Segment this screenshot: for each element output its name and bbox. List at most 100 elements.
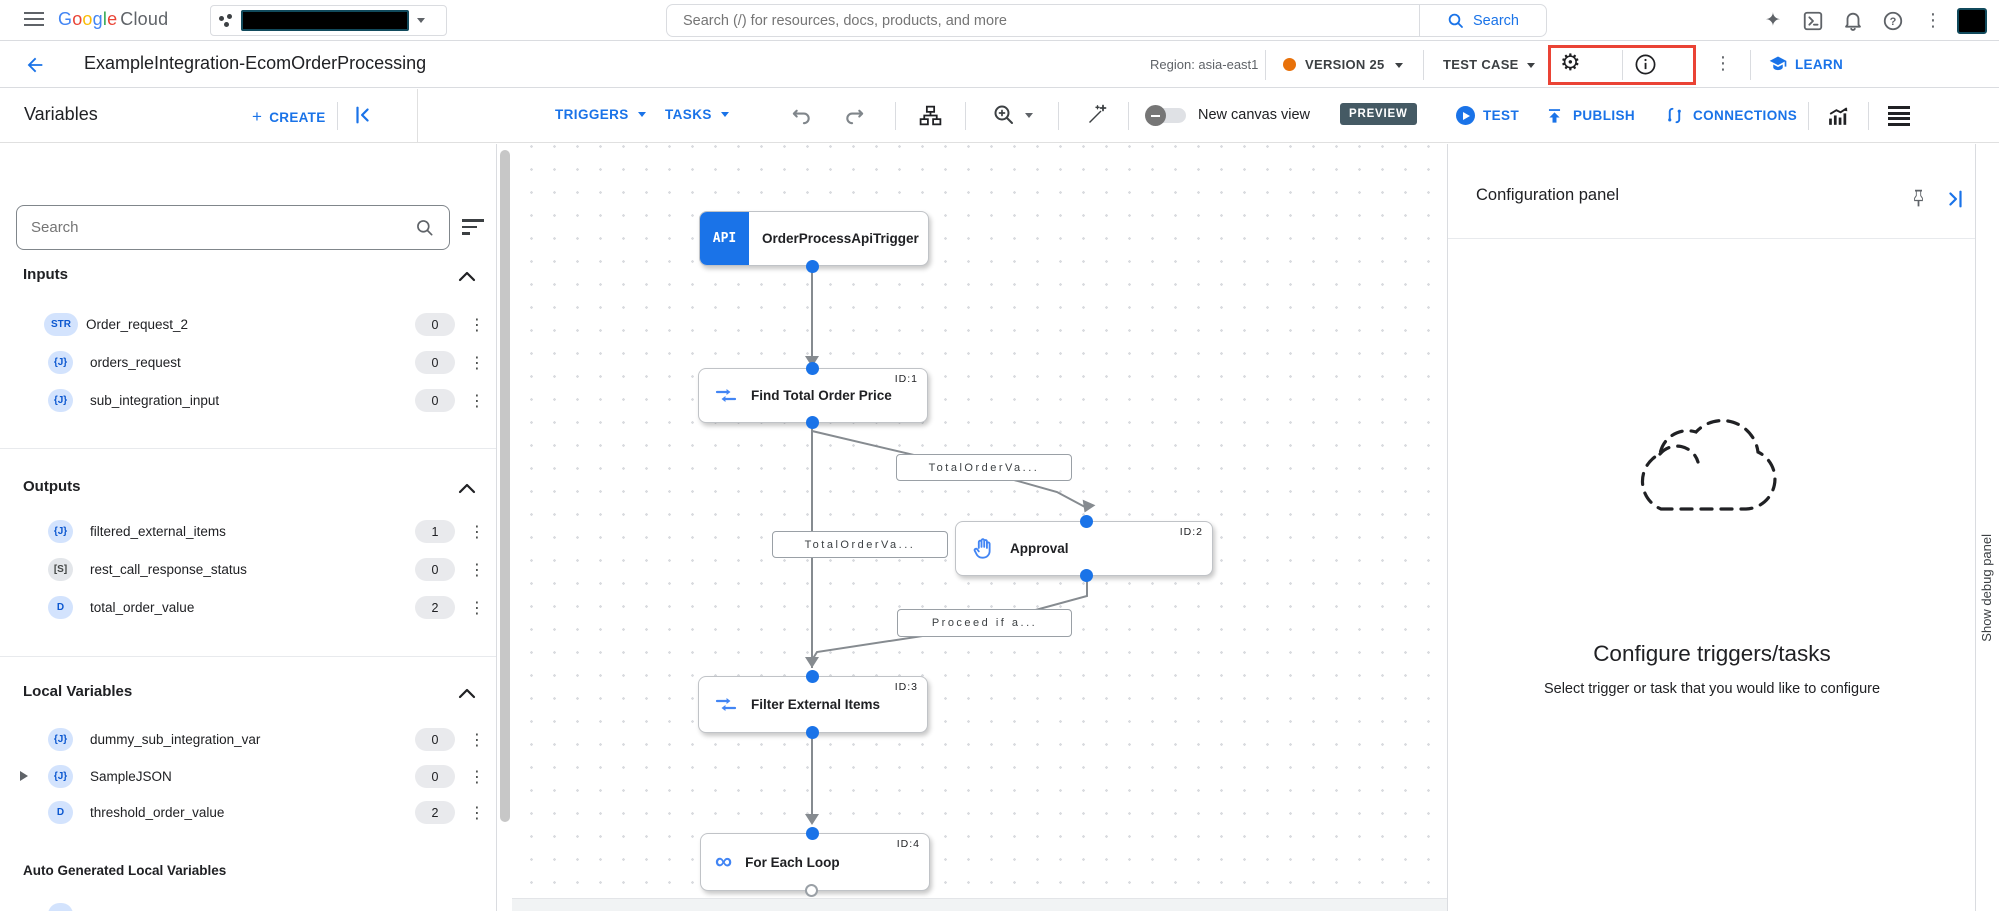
publish-button[interactable]: PUBLISH (1545, 106, 1635, 125)
usage-count-badge: 1 (415, 520, 455, 543)
global-search-button[interactable]: Search (1420, 5, 1546, 36)
collapse-panel-icon[interactable] (352, 104, 374, 131)
connector-dot[interactable] (1080, 569, 1093, 582)
connections-button[interactable]: CONNECTIONS (1665, 106, 1797, 125)
test-case-dropdown[interactable]: TEST CASE (1443, 57, 1519, 72)
show-debug-panel-strip[interactable]: Show debug panel (1975, 144, 1999, 911)
chevron-up-icon[interactable] (458, 271, 476, 282)
type-badge: D (48, 596, 73, 619)
more-options-icon[interactable]: ⋮ (469, 316, 485, 334)
connector-dot[interactable] (806, 726, 819, 739)
variable-row[interactable]: {J} orders_request 0 ⋮ (0, 344, 496, 381)
node-for-each-loop[interactable]: ID:4 ∞ For Each Loop (700, 833, 930, 891)
node-filter-external-items[interactable]: ID:3 Filter External Items (698, 676, 928, 733)
variable-row[interactable]: STR Order_request_2 0 ⋮ (0, 306, 496, 343)
connector-dot[interactable] (806, 260, 819, 273)
test-button[interactable]: TEST (1456, 106, 1519, 125)
more-options-icon[interactable]: ⋮ (469, 523, 485, 541)
collapse-panel-right-icon[interactable] (1944, 188, 1966, 215)
variables-panel-title: Variables (24, 104, 98, 124)
notifications-bell-icon[interactable] (1833, 1, 1873, 41)
configuration-panel-title: Configuration panel (1476, 186, 1620, 204)
create-label: CREATE (269, 109, 326, 125)
triggers-menu[interactable]: TRIGGERS (555, 107, 646, 122)
variable-row[interactable]: {J} sub_integration_input 0 ⋮ (0, 382, 496, 419)
cloud-shell-icon[interactable] (1793, 1, 1833, 41)
node-find-total-order-price[interactable]: ID:1 Find Total Order Price (698, 368, 928, 423)
divider (965, 102, 966, 130)
back-arrow-icon[interactable] (24, 54, 46, 76)
zoom-control[interactable] (992, 103, 1033, 127)
editor-toolbar: Variables + CREATE TRIGGERS TASKS (0, 89, 1999, 143)
sidebar-scrollbar[interactable] (500, 150, 510, 822)
gemini-sparkle-icon[interactable]: ✦ (1765, 10, 1781, 31)
integration-title: ExampleIntegration-EcomOrderProcessing (84, 53, 427, 73)
connector-dot[interactable] (806, 362, 819, 375)
expand-arrow-icon[interactable] (20, 771, 28, 781)
play-icon (1456, 106, 1475, 125)
variable-row[interactable]: D total_order_value 2 ⋮ (0, 589, 496, 626)
avatar[interactable] (1957, 7, 1987, 34)
node-label: OrderProcessApiTrigger (762, 231, 919, 246)
more-options-icon[interactable]: ⋮ (469, 599, 485, 617)
tasks-menu[interactable]: TASKS (665, 107, 729, 122)
more-options-icon[interactable]: ⋮ (469, 731, 485, 749)
settings-gear-icon[interactable]: ⚙ (1560, 49, 1581, 75)
cloud-illustration (1640, 418, 1777, 511)
metrics-chart-icon[interactable] (1826, 104, 1851, 134)
auto-layout-icon[interactable] (918, 103, 943, 133)
divider (0, 448, 496, 449)
more-options-icon[interactable]: ⋮ (469, 768, 485, 786)
new-canvas-view-toggle[interactable] (1145, 105, 1186, 126)
project-selector[interactable] (210, 5, 447, 36)
loop-icon: ∞ (715, 848, 733, 875)
more-options-icon[interactable]: ⋮ (469, 354, 485, 372)
more-options-icon[interactable]: ⋮ (1714, 53, 1732, 73)
edge-label[interactable]: TotalOrderVa... (896, 454, 1072, 481)
log-list-icon[interactable] (1888, 106, 1910, 128)
canvas-bottom-scrollbar[interactable] (512, 898, 1447, 911)
variable-row[interactable]: {J} filtered_external_items 1 ⋮ (0, 513, 496, 550)
help-icon[interactable]: ? (1873, 1, 1913, 41)
sort-filter-icon[interactable] (462, 219, 484, 239)
undo-icon[interactable] (790, 104, 813, 132)
usage-count-badge: 0 (415, 558, 455, 581)
variable-row-clipped[interactable] (0, 896, 496, 911)
version-dropdown[interactable]: VERSION 25 (1305, 57, 1385, 72)
more-options-icon[interactable]: ⋮ (1924, 10, 1942, 30)
variable-row[interactable]: {J} dummy_sub_integration_var 0 ⋮ (0, 721, 496, 758)
variable-name: Order_request_2 (86, 317, 189, 332)
connector-dot[interactable] (806, 827, 819, 840)
more-options-icon[interactable]: ⋮ (469, 561, 485, 579)
more-options-icon[interactable]: ⋮ (469, 392, 485, 410)
redo-icon[interactable] (843, 104, 866, 132)
chevron-up-icon[interactable] (458, 483, 476, 494)
learn-button[interactable]: LEARN (1768, 54, 1843, 74)
edge-label[interactable]: Proceed if a... (897, 609, 1072, 637)
edge-label[interactable]: TotalOrderVa... (772, 531, 948, 558)
node-order-process-api-trigger[interactable]: API OrderProcessApiTrigger (699, 211, 929, 266)
variable-search-input[interactable] (31, 219, 415, 236)
show-debug-panel-label: Show debug panel (1979, 534, 1994, 642)
hamburger-menu-icon[interactable] (24, 12, 44, 28)
integration-canvas[interactable]: TotalOrderVa... TotalOrderVa... Proceed … (512, 144, 1447, 911)
create-variable-button[interactable]: + CREATE (252, 107, 326, 127)
connector-dot[interactable] (806, 416, 819, 429)
connector-dot[interactable] (806, 670, 819, 683)
variable-row[interactable]: D threshold_order_value 2 ⋮ (0, 794, 496, 831)
variable-row[interactable]: {J} SampleJSON 0 ⋮ (0, 758, 496, 795)
type-badge: {J} (48, 728, 73, 751)
connector-dot[interactable] (1080, 515, 1093, 528)
node-label: Find Total Order Price (751, 388, 892, 403)
variable-row[interactable]: [S] rest_call_response_status 0 ⋮ (0, 551, 496, 588)
global-search-input[interactable] (667, 12, 1419, 29)
more-options-icon[interactable]: ⋮ (469, 804, 485, 822)
connector-dot-open[interactable] (805, 884, 818, 897)
magic-wand-icon[interactable] (1085, 103, 1109, 132)
info-icon[interactable] (1634, 53, 1657, 81)
usage-count-badge: 0 (415, 389, 455, 412)
divider (1750, 50, 1751, 80)
chevron-up-icon[interactable] (458, 688, 476, 699)
pin-icon[interactable] (1908, 188, 1929, 214)
node-approval[interactable]: ID:2 Approval (955, 521, 1213, 576)
